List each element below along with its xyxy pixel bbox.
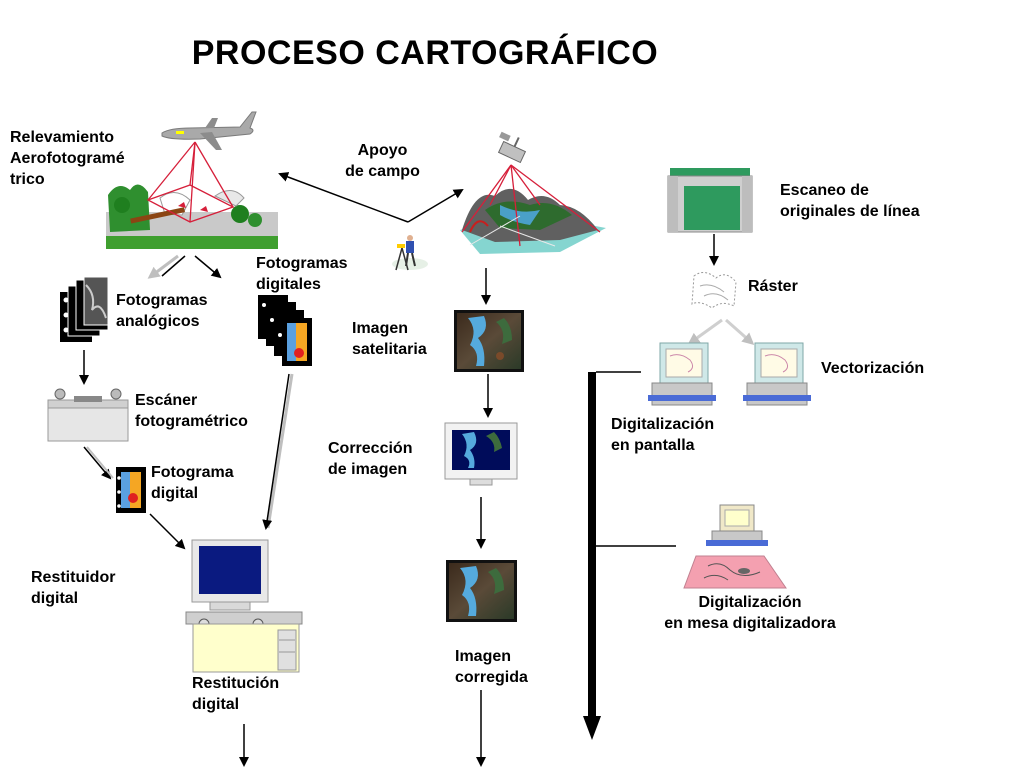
vectorization-computer-icon <box>743 342 811 406</box>
arrow-raster-to-screen <box>687 318 723 345</box>
digital-photogram-icon <box>116 467 146 513</box>
corrected-image-icon <box>446 560 517 622</box>
digital-photograms-icon <box>258 295 312 366</box>
main-flow-arrowhead-icon <box>583 716 601 740</box>
label-fotogramas-digitales: Fotogramas digitales <box>256 255 348 293</box>
label-escaneo-originales: Escaneo de originales de línea <box>780 182 920 220</box>
label-restitucion-digital: Restitución digital <box>192 675 280 713</box>
main-flow-arrow-shaft <box>588 372 596 718</box>
airplane-icon <box>161 111 257 150</box>
arrow-digital-to-restitution-shadow <box>266 373 294 529</box>
arrow-scanner-to-digital-frame <box>83 446 112 480</box>
arrow-terrain-to-digital <box>194 255 222 279</box>
label-imagen-corregida: Imagen corregida <box>455 648 528 686</box>
arrow-frame-to-restitution <box>149 513 186 550</box>
page-title: PROCESO CARTOGRÁFICO <box>191 34 659 72</box>
label-correccion-imagen: Corrección de imagen <box>328 440 413 478</box>
label-fotogramas-analogicos: Fotogramas analógicos <box>116 292 208 330</box>
arrow-digital-to-restitution <box>262 373 290 530</box>
screen-digitizing-computer-icon <box>648 342 716 406</box>
arrow-terrain-to-analog-2 <box>161 255 186 277</box>
label-apoyo-de-campo: Apoyo de campo <box>345 142 420 180</box>
surveyor-icon <box>392 235 428 271</box>
label-digitalizacion-mesa: Digitalización en mesa digitalizadora <box>664 594 836 632</box>
digital-restitution-workstation-icon <box>185 539 303 673</box>
analog-photograms-icon <box>60 276 109 342</box>
digitizing-table-icon <box>683 504 787 589</box>
label-escaner-fotogrametrico: Escáner fotogramétrico <box>135 392 248 430</box>
label-vectorizacion: Vectorización <box>821 360 925 377</box>
arrow-terrain-to-analog <box>147 254 179 279</box>
arrow-raster-to-vector <box>725 318 755 345</box>
raster-sketch-icon <box>691 272 737 309</box>
label-raster: Ráster <box>748 278 798 295</box>
label-restituidor-digital: Restituidor digital <box>31 569 116 607</box>
label-digitalizacion-pantalla: Digitalización en pantalla <box>611 416 715 454</box>
correction-monitor-icon <box>444 422 518 486</box>
arrow-scanner-shadow <box>86 446 114 479</box>
satellite-terrain-icon <box>460 131 606 254</box>
label-relevamiento: Relevamiento Aerofotogramé trico <box>10 129 125 188</box>
line-scanner-icon <box>667 168 753 233</box>
arrow-apoyo-to-satellite <box>407 188 464 223</box>
arrow-apoyo-to-aerial <box>278 172 409 223</box>
label-imagen-satelitaria: Imagen satelitaria <box>352 320 427 358</box>
satellite-image-icon <box>454 310 524 372</box>
label-fotograma-digital: Fotograma digital <box>151 464 234 502</box>
aerial-terrain-icon <box>106 141 278 249</box>
photogrammetric-scanner-icon <box>47 388 129 442</box>
